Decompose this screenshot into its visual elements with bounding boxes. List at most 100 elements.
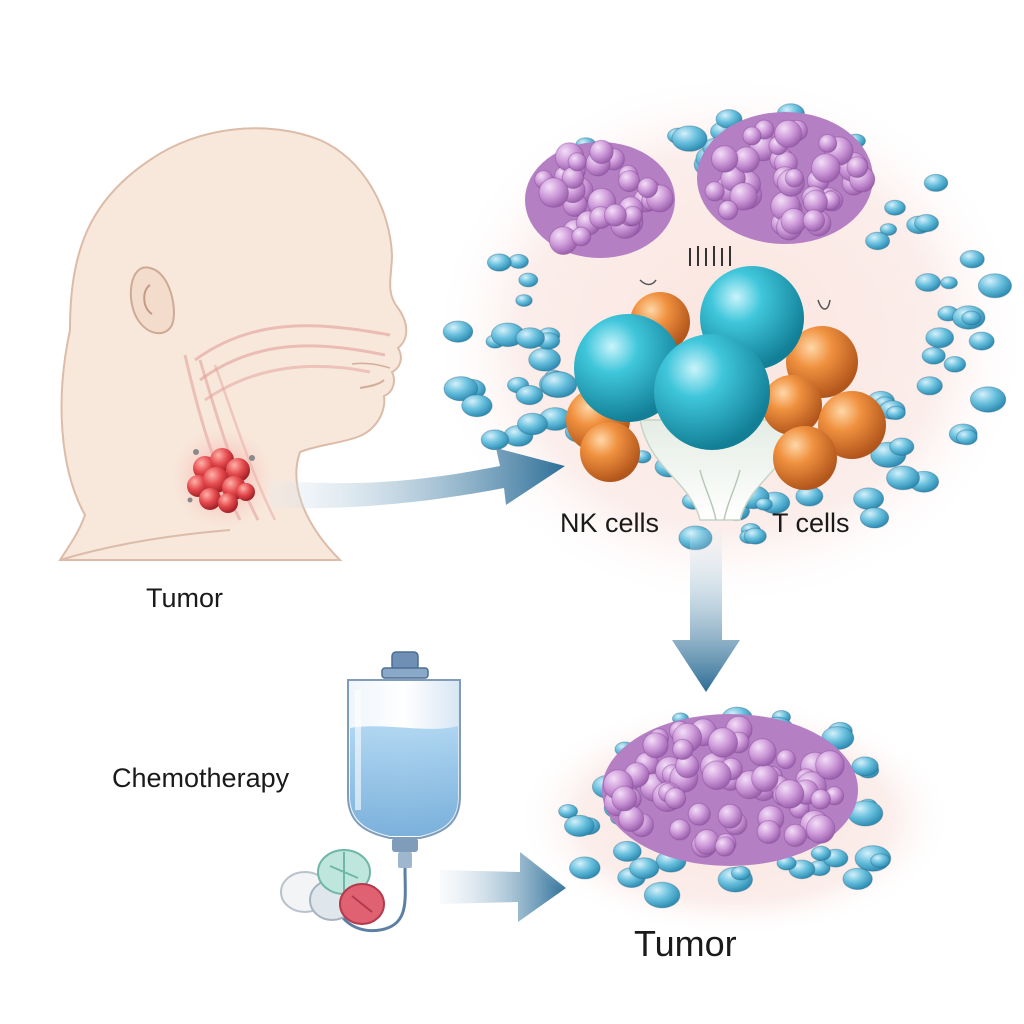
immune-cell [870, 853, 891, 868]
tumor-cluster-left [525, 139, 675, 258]
immune-cell [916, 376, 943, 396]
immune-cell [968, 331, 995, 351]
tumor-cell [687, 802, 711, 826]
immune-cell [959, 250, 985, 269]
immune-cell [515, 327, 546, 349]
immune-cell [884, 199, 906, 216]
immune-cell [443, 376, 479, 402]
immune-cell [540, 371, 578, 399]
immune-cell [671, 125, 708, 152]
tumor-cell [669, 818, 691, 841]
tumor-cell [707, 727, 739, 758]
tumor-cell [729, 182, 758, 211]
tumor-cluster-right [697, 112, 876, 244]
immune-cell [515, 294, 533, 307]
immune-cell [886, 465, 920, 491]
tumor-cell [751, 764, 779, 793]
immune-cell [480, 429, 510, 451]
tumor-cell [775, 779, 805, 809]
immune-cell [558, 804, 579, 819]
immune-cell [940, 276, 958, 290]
tumor-label-bottom: Tumor [634, 923, 737, 964]
immune-cell [886, 405, 906, 421]
neck-tumor [170, 426, 274, 530]
tumor-cell [672, 738, 694, 761]
immune-cell [961, 310, 982, 326]
tumor-cell [780, 208, 807, 235]
immune-cell [955, 429, 978, 446]
immune-cell [923, 173, 949, 192]
tumor-cell [748, 738, 777, 767]
tumor-cell [783, 823, 808, 848]
tumor-cell [589, 139, 614, 165]
tumor-cell [704, 181, 725, 202]
head-silhouette [58, 127, 408, 561]
immune-cell [518, 272, 539, 288]
immune-cell [486, 253, 512, 272]
immune-cell [461, 394, 493, 418]
tumor-cell [811, 153, 841, 183]
chemotherapy-label: Chemotherapy [112, 763, 290, 793]
immune-cell [865, 231, 891, 251]
immune-cell [743, 527, 767, 545]
tumor-cell [701, 760, 732, 791]
tumor-cell [718, 200, 739, 221]
arrow-to-cluster [270, 448, 565, 509]
tumor-cell [664, 787, 687, 810]
tumor-cell [642, 732, 669, 759]
arrow-chemo-to-tumor [440, 852, 566, 922]
tumor-cell [742, 126, 762, 146]
tumor-cell [810, 789, 832, 810]
tumor-cell [756, 820, 781, 844]
immune-cell [851, 756, 879, 777]
immune-cell [730, 865, 751, 881]
tumor-cell [774, 119, 803, 148]
immune-cell [442, 320, 474, 343]
tumor-cell [802, 209, 826, 232]
tumor-cell [567, 152, 587, 172]
tissue-cluster-bottom [515, 698, 955, 938]
tumor-cell [603, 203, 627, 227]
immune-cell [977, 273, 1013, 299]
immune-cell [914, 214, 939, 233]
immune-cell [515, 385, 544, 406]
immune-cell [889, 437, 915, 456]
tumor-cell [818, 134, 838, 153]
immune-cell [612, 840, 642, 862]
immune-cell [915, 273, 941, 292]
immune-cell [564, 814, 595, 838]
tumor-cell [717, 803, 743, 829]
nk-cells-label: NK cells [560, 508, 660, 538]
tumor-cell [784, 168, 804, 188]
immune-cell [925, 327, 955, 349]
tumor-cell [815, 750, 845, 780]
immune-cell [943, 356, 967, 373]
tumor-cell [611, 785, 638, 812]
immune-cell [842, 867, 873, 891]
tumor-cell [714, 836, 736, 857]
tumor-cell [711, 145, 739, 173]
immune-cell [755, 497, 773, 511]
tumor-cell [776, 749, 796, 770]
immune-cell [969, 386, 1007, 413]
immune-cell [853, 487, 885, 511]
tumor-cell [637, 177, 658, 199]
immune-cell [517, 412, 548, 436]
immune-cell [643, 881, 681, 909]
tumor-cell [618, 170, 641, 193]
pills [280, 849, 385, 925]
immune-cell [508, 253, 529, 269]
tumor-cell [846, 156, 869, 179]
immune-cell [629, 857, 660, 880]
tumor-label-left: Tumor [146, 583, 224, 613]
arrow-down [672, 530, 740, 692]
immune-cell [879, 223, 898, 236]
immune-cell [528, 347, 561, 372]
immune-cell [859, 507, 890, 529]
tissue-cluster-top [430, 70, 1024, 610]
t-cells-label: T cells [772, 508, 850, 538]
tumor-cluster-bottom [602, 714, 858, 866]
tumor-cell [538, 177, 569, 208]
